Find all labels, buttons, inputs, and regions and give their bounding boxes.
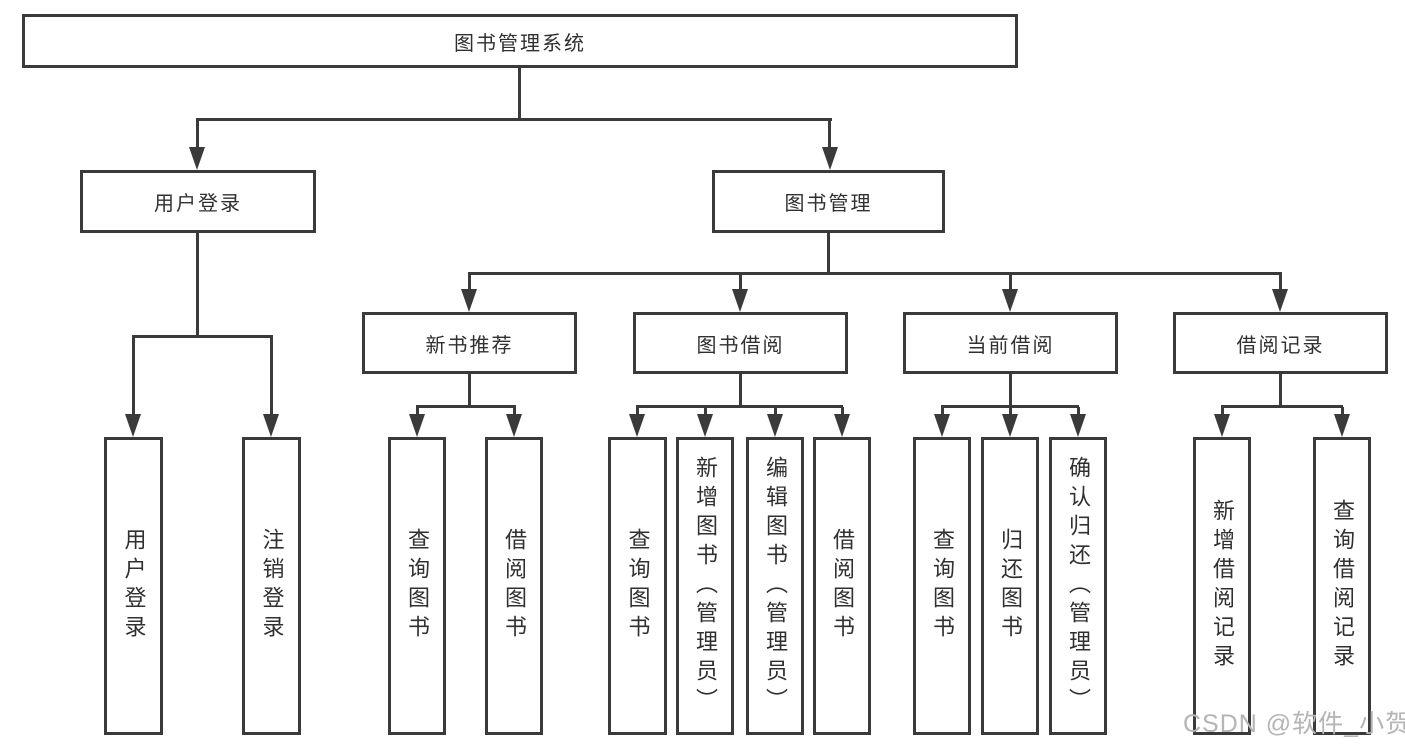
connector-arrow (1070, 414, 1086, 437)
leaf-label: 注销登录 (259, 528, 285, 644)
connector-line (416, 407, 419, 417)
leaf-label: 查询借阅记录 (1330, 499, 1355, 673)
connector-line (468, 274, 471, 292)
section-label: 新书推荐 (425, 334, 514, 357)
node-section-current-borrowing: 当前借阅 (903, 312, 1118, 374)
connector-arrow (1214, 414, 1230, 437)
connector-line (270, 337, 273, 417)
leaf-label: 新增借阅记录 (1210, 499, 1235, 673)
connector-arrow (767, 414, 783, 437)
connector-line (827, 232, 830, 274)
connector-arrow (506, 414, 522, 437)
connector-line (196, 232, 199, 337)
connector-arrow (732, 289, 748, 312)
leaf-label: 查询图书 (405, 528, 430, 644)
node-section-new-book-recommend: 新书推荐 (362, 312, 577, 374)
connector-line (841, 407, 844, 417)
connector-line (739, 373, 742, 407)
connector-line (1279, 373, 1282, 407)
leaf-label: 确认归还（管理员） (1066, 455, 1091, 717)
connector-line (1009, 373, 1012, 407)
connector-line (636, 407, 639, 417)
leaf-borrow-books-borrowing: 借阅图书 (813, 437, 871, 735)
connector-arrow (1334, 414, 1350, 437)
connector-line (518, 67, 521, 120)
connector-arrow (822, 147, 838, 170)
connector-line (774, 407, 777, 417)
connector-arrow (629, 414, 645, 437)
connector-line (468, 373, 471, 407)
leaf-confirm-return-admin: 确认归还（管理员） (1049, 437, 1107, 735)
node-user-login-label: 用户登录 (154, 193, 242, 215)
section-label: 当前借阅 (966, 334, 1055, 357)
leaf-return-books: 归还图书 (981, 437, 1039, 735)
connector-line (132, 337, 135, 417)
leaf-label: 查询图书 (625, 528, 651, 644)
section-label: 借阅记录 (1236, 334, 1325, 357)
leaf-label: 借阅图书 (830, 528, 855, 644)
connector-arrow (1002, 414, 1018, 437)
connector-arrow (834, 414, 850, 437)
leaf-query-books-borrowing: 查询图书 (608, 437, 667, 735)
connector-arrow (125, 414, 141, 437)
leaf-label: 查询图书 (930, 528, 955, 644)
connector-arrow (409, 414, 425, 437)
watermark: CSDN @软件_小贺同学 (1183, 710, 1405, 738)
connector-line (513, 407, 516, 417)
connector-line (1077, 407, 1080, 417)
leaf-query-books-recommend: 查询图书 (388, 437, 446, 735)
connector-arrow (263, 414, 279, 437)
connector-line (739, 274, 742, 292)
node-root: 图书管理系统 (22, 14, 1018, 68)
node-section-borrow-records: 借阅记录 (1173, 312, 1388, 374)
connector-arrow (189, 147, 205, 170)
leaf-label: 新增图书（管理员） (693, 455, 718, 717)
node-user-login: 用户登录 (80, 170, 316, 233)
leaf-edit-book-admin: 编辑图书（管理员） (746, 437, 804, 735)
connector-arrow (1002, 289, 1018, 312)
node-root-label: 图书管理系统 (454, 32, 586, 55)
leaf-query-borrow-record: 查询借阅记录 (1313, 437, 1371, 735)
leaf-add-book-admin: 新增图书（管理员） (676, 437, 734, 735)
connector-line (941, 407, 944, 417)
leaf-logout: 注销登录 (242, 437, 301, 735)
connector-line (704, 407, 707, 417)
leaf-label: 用户登录 (121, 528, 147, 644)
connector-line (1221, 407, 1224, 417)
connector-line (636, 405, 843, 408)
leaf-label: 借阅图书 (502, 528, 527, 644)
connector-line (196, 118, 832, 121)
node-section-book-borrowing: 图书借阅 (633, 312, 848, 374)
connector-line (196, 120, 199, 150)
leaf-query-books-current: 查询图书 (913, 437, 971, 735)
connector-line (1341, 407, 1344, 417)
leaf-label: 编辑图书（管理员） (763, 455, 788, 717)
leaf-user-login: 用户登录 (104, 437, 163, 735)
connector-line (941, 405, 1079, 408)
connector-line (1279, 274, 1282, 292)
leaf-add-borrow-record: 新增借阅记录 (1193, 437, 1251, 735)
connector-line (828, 120, 831, 150)
node-book-management-label: 图书管理 (784, 193, 873, 215)
leaf-label: 归还图书 (998, 528, 1023, 644)
leaf-borrow-books-recommend: 借阅图书 (485, 437, 543, 735)
node-book-management: 图书管理 (712, 170, 945, 233)
connector-line (468, 272, 1282, 275)
connector-line (1009, 274, 1012, 292)
connector-arrow (461, 289, 477, 312)
connector-arrow (697, 414, 713, 437)
connector-line (132, 335, 273, 338)
section-label: 图书借阅 (696, 334, 785, 357)
connector-line (1221, 405, 1343, 408)
connector-arrow (1272, 289, 1288, 312)
connector-arrow (934, 414, 950, 437)
connector-line (416, 405, 516, 408)
connector-line (1009, 407, 1012, 417)
